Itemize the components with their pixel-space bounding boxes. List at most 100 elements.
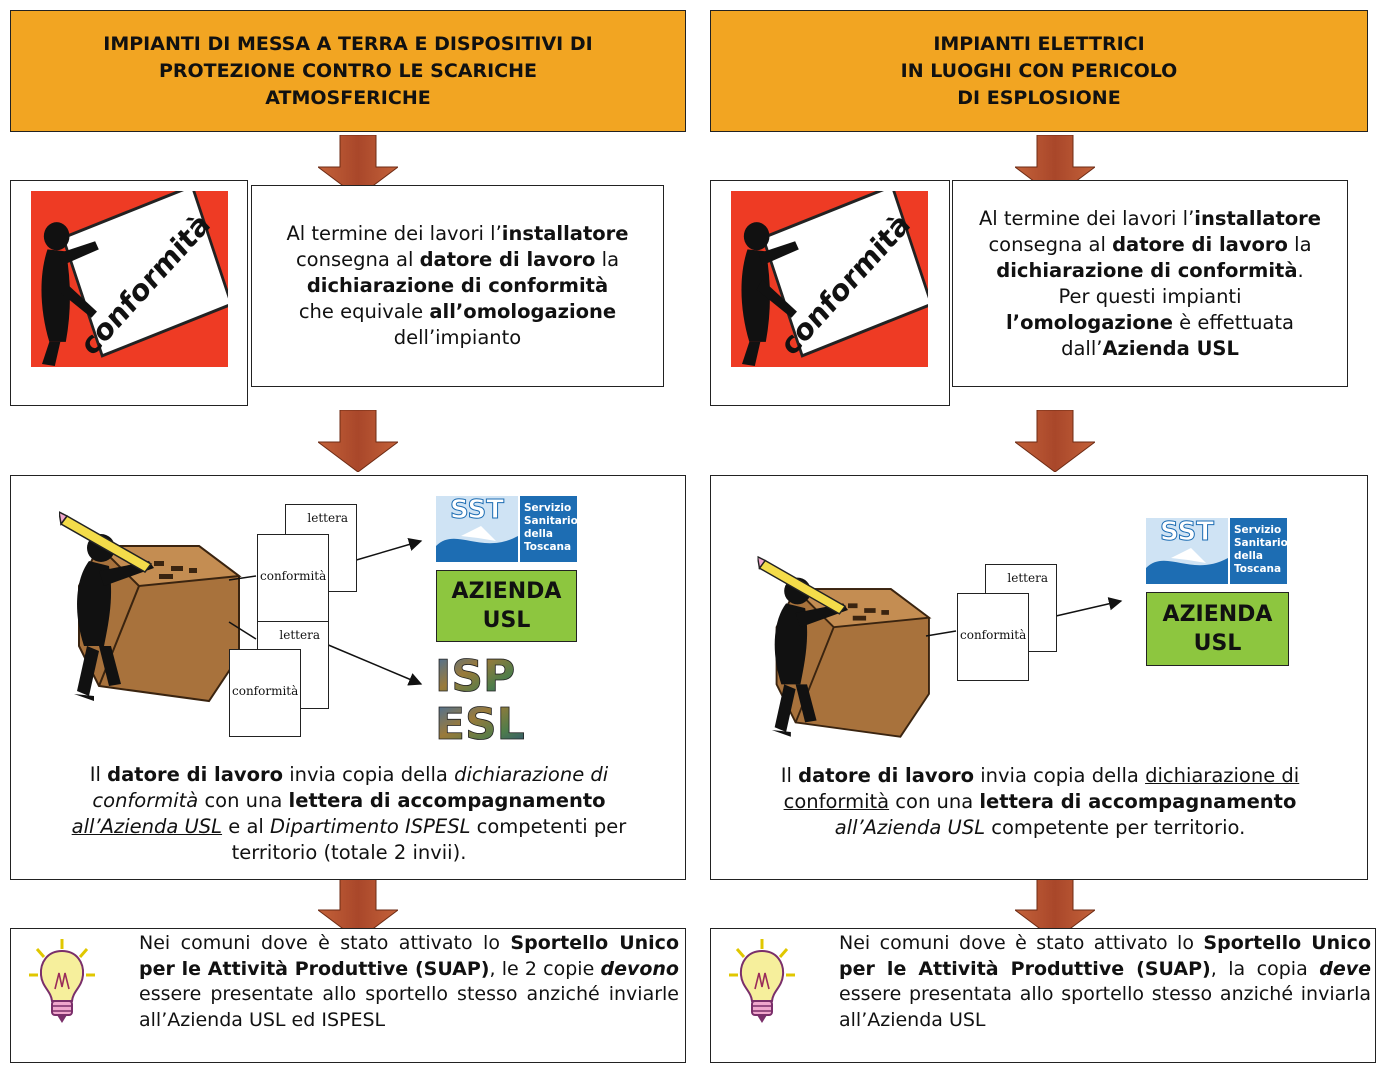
text-bold: datore di lavoro bbox=[107, 763, 284, 786]
lightbulb-icon bbox=[727, 937, 797, 1027]
right-suap-note-text: Nei comuni dove è stato attivato lo Spor… bbox=[839, 931, 1371, 1033]
text: consegna al bbox=[295, 248, 420, 271]
left-conformita-image-frame: conformità bbox=[10, 180, 248, 406]
usl-label: USL bbox=[1193, 631, 1242, 656]
sst-logo-word: Sanitario bbox=[1234, 537, 1287, 549]
ispesl-logo-text: ISP bbox=[435, 651, 515, 702]
text-bold: installatore bbox=[501, 222, 629, 245]
text-italic: all’Azienda USL bbox=[834, 816, 986, 839]
text: Il bbox=[89, 763, 108, 786]
conformity-label: conformità bbox=[260, 569, 327, 583]
left-header-line1: IMPIANTI DI MESSA A TERRA E DISPOSITIVI … bbox=[103, 32, 593, 55]
text-underline: conformità bbox=[783, 790, 890, 813]
text-bold: l’omologazione bbox=[1006, 310, 1173, 334]
text: Il bbox=[780, 764, 799, 787]
left-suap-note-text: Nei comuni dove è stato attivato lo Spor… bbox=[139, 931, 679, 1033]
text-bold: datore di lavoro bbox=[1112, 232, 1288, 256]
conformity-document: conformità bbox=[257, 534, 329, 622]
text-bold: dichiarazione di conformità bbox=[996, 258, 1298, 282]
left-step2-text: Il datore di lavoro invia copia della di… bbox=[31, 762, 667, 866]
sst-logo: SST Servizio Sanitario della Toscana bbox=[436, 496, 577, 562]
left-header: IMPIANTI DI MESSA A TERRA E DISPOSITIVI … bbox=[10, 10, 686, 132]
text-bold: all’omologazione bbox=[429, 300, 617, 323]
right-step2-box: lettera conformità SST Servizio Sanitari… bbox=[710, 475, 1368, 880]
text: territorio (totale 2 invii). bbox=[231, 841, 467, 864]
man-with-sign-icon: conformità bbox=[31, 191, 228, 367]
azienda-usl-box: AZIENDA USL bbox=[1146, 592, 1289, 666]
text: dell’impianto bbox=[393, 326, 522, 349]
conformity-label: conformità bbox=[960, 628, 1027, 642]
right-header-line2: IN LUOGHI CON PERICOLO bbox=[900, 59, 1178, 82]
text: , la copia bbox=[1210, 957, 1320, 980]
right-step2-text: Il datore di lavoro invia copia della di… bbox=[731, 763, 1349, 841]
text: Per questi impianti bbox=[1058, 284, 1242, 308]
text-bold: lettera di accompagnamento bbox=[979, 790, 1297, 813]
left-header-line3: ATMOSFERICHE bbox=[265, 86, 431, 109]
text-bold: Sportello Unico per le Attività Produtti… bbox=[839, 932, 1371, 980]
down-arrow-icon bbox=[318, 410, 398, 472]
azienda-label: AZIENDA bbox=[1162, 602, 1273, 627]
left-conformita-image: conformità bbox=[31, 191, 228, 367]
text-bold-italic: deve bbox=[1319, 957, 1371, 980]
text-bold: installatore bbox=[1194, 206, 1322, 230]
text: competenti per bbox=[470, 815, 627, 838]
text: Nei comuni dove è stato attivato lo bbox=[839, 932, 1204, 954]
text: essere presentata allo sportello stesso … bbox=[839, 983, 1371, 1031]
text: invia copia della bbox=[283, 763, 455, 786]
text-underline: dichiarazione di bbox=[1145, 764, 1300, 787]
text: consegna al bbox=[988, 232, 1113, 256]
right-header-line3: DI ESPLOSIONE bbox=[957, 86, 1121, 109]
right-suap-note-box: Nei comuni dove è stato attivato lo Spor… bbox=[710, 928, 1376, 1063]
sst-logo-word: della bbox=[1234, 550, 1263, 562]
sst-logo-word: Sanitario bbox=[524, 515, 577, 527]
letter-label: lettera bbox=[307, 511, 348, 525]
left-step2-box: lettera conformità lettera conformità SS… bbox=[10, 475, 686, 880]
sst-logo-word: Toscana bbox=[524, 541, 571, 553]
text: con una bbox=[198, 789, 289, 812]
text-bold: datore di lavoro bbox=[419, 248, 596, 271]
right-conformita-image-frame: conformità bbox=[710, 180, 950, 406]
text: dall’ bbox=[1061, 336, 1103, 360]
text: la bbox=[595, 248, 620, 271]
left-step1-text-box: Al termine dei lavori l’installatore con… bbox=[251, 185, 664, 387]
sst-logo-word: Toscana bbox=[1234, 563, 1281, 575]
text: competente per territorio. bbox=[985, 816, 1246, 839]
right-conformita-image: conformità bbox=[731, 191, 928, 367]
text: è effettuata bbox=[1172, 310, 1294, 334]
text-italic-underline: all’Azienda USL bbox=[71, 815, 223, 838]
text-italic: Dipartimento ISPESL bbox=[270, 815, 471, 838]
text-bold: dichiarazione di conformità bbox=[306, 274, 609, 297]
text: la bbox=[1287, 232, 1312, 256]
conformity-document: conformità bbox=[957, 593, 1029, 681]
right-step1-text-box: Al termine dei lavori l’installatore con… bbox=[952, 180, 1348, 387]
sst-logo-text: SST bbox=[1160, 518, 1214, 547]
text-bold: lettera di accompagnamento bbox=[288, 789, 606, 812]
usl-label: USL bbox=[482, 608, 531, 633]
text-italic: conformità bbox=[92, 789, 199, 812]
azienda-usl-box: AZIENDA USL bbox=[436, 570, 577, 642]
left-header-line2: PROTEZIONE CONTRO LE SCARICHE bbox=[158, 59, 538, 82]
text: Al termine dei lavori l’ bbox=[978, 206, 1195, 230]
sst-logo: SST Servizio Sanitario della Toscana bbox=[1146, 518, 1287, 584]
text: e al bbox=[222, 815, 271, 838]
sst-logo-text: SST bbox=[450, 496, 504, 525]
text: Nei comuni dove è stato attivato lo bbox=[139, 932, 511, 954]
sst-logo-word: della bbox=[524, 528, 553, 540]
letter-label: lettera bbox=[1007, 571, 1048, 585]
text: invia copia della bbox=[974, 764, 1146, 787]
down-arrow-icon bbox=[1015, 410, 1095, 472]
text: che equivale bbox=[298, 300, 430, 323]
ispesl-logo-text: ESL bbox=[435, 699, 525, 743]
text-bold: datore di lavoro bbox=[798, 764, 975, 787]
text: essere presentate allo sportello stesso … bbox=[139, 983, 679, 1031]
conformity-document: conformità bbox=[229, 649, 301, 737]
lightbulb-icon bbox=[27, 937, 97, 1027]
letter-label: lettera bbox=[279, 628, 320, 642]
text: con una bbox=[889, 790, 980, 813]
text-bold-italic: devono bbox=[600, 957, 679, 980]
text-italic: dichiarazione di bbox=[454, 763, 609, 786]
sst-logo-word: Servizio bbox=[524, 502, 571, 514]
sst-logo-word: Servizio bbox=[1234, 524, 1281, 536]
left-suap-note-box: Nei comuni dove è stato attivato lo Spor… bbox=[10, 928, 686, 1063]
text-bold: Azienda USL bbox=[1102, 336, 1239, 360]
